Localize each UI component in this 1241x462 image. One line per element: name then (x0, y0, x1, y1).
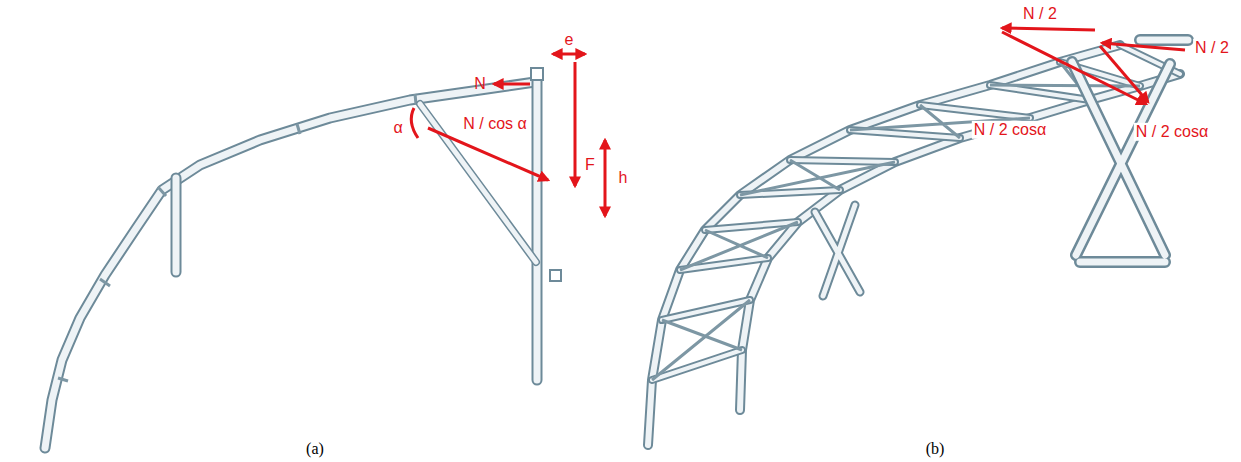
beam-joint (415, 94, 416, 104)
beam-outline (45, 82, 535, 448)
angle-arc (411, 108, 418, 138)
beam-joint (297, 124, 300, 134)
support-fill (1072, 40, 1188, 262)
strut-outline (420, 104, 536, 262)
chord-fill (740, 74, 1180, 410)
dimension-label: h (617, 169, 630, 187)
force-label: N / 2 cosα (1134, 123, 1210, 141)
chord-outline (648, 45, 1120, 445)
bearing-square (531, 68, 543, 80)
prop-outline (815, 205, 860, 296)
beam-fill (45, 82, 535, 448)
post-fill (173, 178, 180, 272)
beam-joint (158, 187, 166, 196)
prop-fill (815, 205, 860, 296)
chord-fill (648, 45, 1120, 445)
force-arrow (574, 62, 577, 186)
post-outline (171, 178, 182, 272)
force-label: N / 2 (1021, 5, 1059, 23)
force-label: N / cos α (461, 115, 528, 133)
beam-joint (58, 378, 68, 381)
force-label: N (472, 75, 488, 93)
strut-fill (420, 104, 536, 262)
column-fill (534, 76, 541, 380)
dimension-label: e (563, 31, 576, 49)
dimension-arrow (604, 140, 607, 216)
force-arrow (1102, 43, 1185, 50)
dimension-arrow (553, 53, 585, 56)
force-label: F (583, 156, 597, 174)
force-label: N / 2 (1193, 39, 1231, 57)
force-arrow (494, 83, 530, 86)
truss-arch-b (648, 40, 1188, 445)
force-arrow (1002, 32, 1146, 104)
bearing-square (550, 270, 561, 281)
force-arrow (428, 128, 548, 180)
cross-brace (652, 62, 1140, 380)
force-arrows-b (1002, 28, 1185, 104)
subfigure-label: (b) (924, 440, 947, 458)
force-arrow (1002, 28, 1095, 30)
arch-beam-a (45, 68, 561, 448)
beam-joint (100, 279, 110, 286)
force-arrow (1100, 46, 1148, 102)
subfigure-label: (a) (304, 440, 326, 458)
angle-label: α (391, 119, 404, 137)
support-outline (1072, 40, 1188, 262)
force-label: N / 2 cosα (972, 121, 1048, 139)
chord-outline (740, 74, 1180, 410)
force-arrows-a (411, 54, 605, 216)
column-outline (532, 76, 543, 380)
